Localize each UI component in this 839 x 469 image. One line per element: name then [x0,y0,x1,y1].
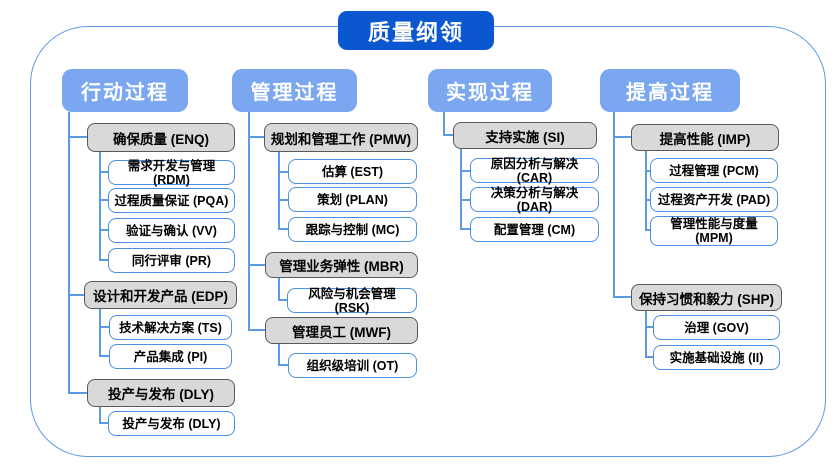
connector-line [613,112,615,297]
connector-line [99,199,108,201]
connector-line [68,112,70,393]
connector-line [613,136,631,138]
connector-line [613,296,631,298]
connector-line [645,151,647,230]
header-realization-process[interactable]: 实现过程 [428,69,552,112]
node-ii[interactable]: 实施基础设施 (II) [653,345,780,370]
node-gov[interactable]: 治理 (GOV) [653,315,780,340]
node-rsk[interactable]: 风险与机会管理 (RSK) [287,287,417,315]
connector-line [99,326,109,328]
node-si[interactable]: 支持实施 (SI) [453,122,597,149]
node-ot[interactable]: 组织级培训 (OT) [288,353,417,378]
connector-line [278,278,280,300]
connector-line [460,149,462,229]
node-vv[interactable]: 验证与确认 (VV) [108,218,235,243]
connector-line [278,299,287,301]
connector-line [278,171,288,173]
connector-line [645,356,653,358]
node-mwf[interactable]: 管理员工 (MWF) [265,317,418,344]
connector-line [645,326,653,328]
node-plan[interactable]: 策划 (PLAN) [288,187,417,212]
node-est[interactable]: 估算 (EST) [288,159,417,184]
node-dly-sub[interactable]: 投产与发布 (DLY) [108,411,235,436]
connector-line [278,199,288,201]
connector-line [460,199,470,201]
header-management-process[interactable]: 管理过程 [232,69,357,112]
node-shp[interactable]: 保持习惯和毅力 (SHP) [631,284,782,311]
connector-line [443,134,453,136]
connector-line [248,136,264,138]
node-mbr[interactable]: 管理业务弹性 (MBR) [265,252,418,278]
node-pi[interactable]: 产品集成 (PI) [109,344,232,369]
node-pr[interactable]: 同行评审 (PR) [108,248,235,273]
connector-line [278,228,288,230]
node-enq[interactable]: 确保质量 (ENQ) [87,123,235,152]
node-imp[interactable]: 提高性能 (IMP) [631,124,779,151]
node-ts[interactable]: 技术解决方案 (TS) [109,315,232,340]
connector-line [460,228,470,230]
diagram-title: 质量纲领 [338,11,494,50]
connector-line [99,152,101,260]
node-pqa[interactable]: 过程质量保证 (PQA) [108,188,235,213]
connector-line [99,229,108,231]
node-pcm[interactable]: 过程管理 (PCM) [650,158,778,183]
connector-line [248,329,265,331]
node-mpm[interactable]: 管理性能与度量 (MPM) [650,216,778,246]
node-pad[interactable]: 过程资产开发 (PAD) [650,187,778,212]
header-improvement-process[interactable]: 提高过程 [600,69,740,112]
connector-line [68,136,88,138]
connector-line [278,152,280,229]
node-car[interactable]: 原因分析与解决 (CAR) [470,157,599,185]
connector-line [99,309,101,356]
node-edp[interactable]: 设计和开发产品 (EDP) [84,281,237,309]
connector-line [248,264,265,266]
connector-line [645,311,647,357]
connector-line [99,407,101,423]
connector-line [443,112,445,135]
connector-line [645,170,650,172]
connector-line [99,422,108,424]
header-action-process[interactable]: 行动过程 [62,69,188,112]
node-mc[interactable]: 跟踪与控制 (MC) [288,217,417,242]
connector-line [645,229,650,231]
connector-line [645,199,650,201]
node-dar[interactable]: 决策分析与解决 (DAR) [470,186,599,214]
node-pmw[interactable]: 规划和管理工作 (PMW) [264,123,418,152]
connector-line [248,112,250,330]
node-cm[interactable]: 配置管理 (CM) [470,217,599,242]
connector-line [99,171,108,173]
node-dly[interactable]: 投产与发布 (DLY) [87,379,235,407]
connector-line [99,259,108,261]
connector-line [278,344,280,365]
connector-line [68,392,88,394]
connector-line [99,355,109,357]
connector-line [278,364,288,366]
node-rdm[interactable]: 需求开发与管理 (RDM) [108,159,235,187]
connector-line [460,170,470,172]
connector-line [68,294,85,296]
